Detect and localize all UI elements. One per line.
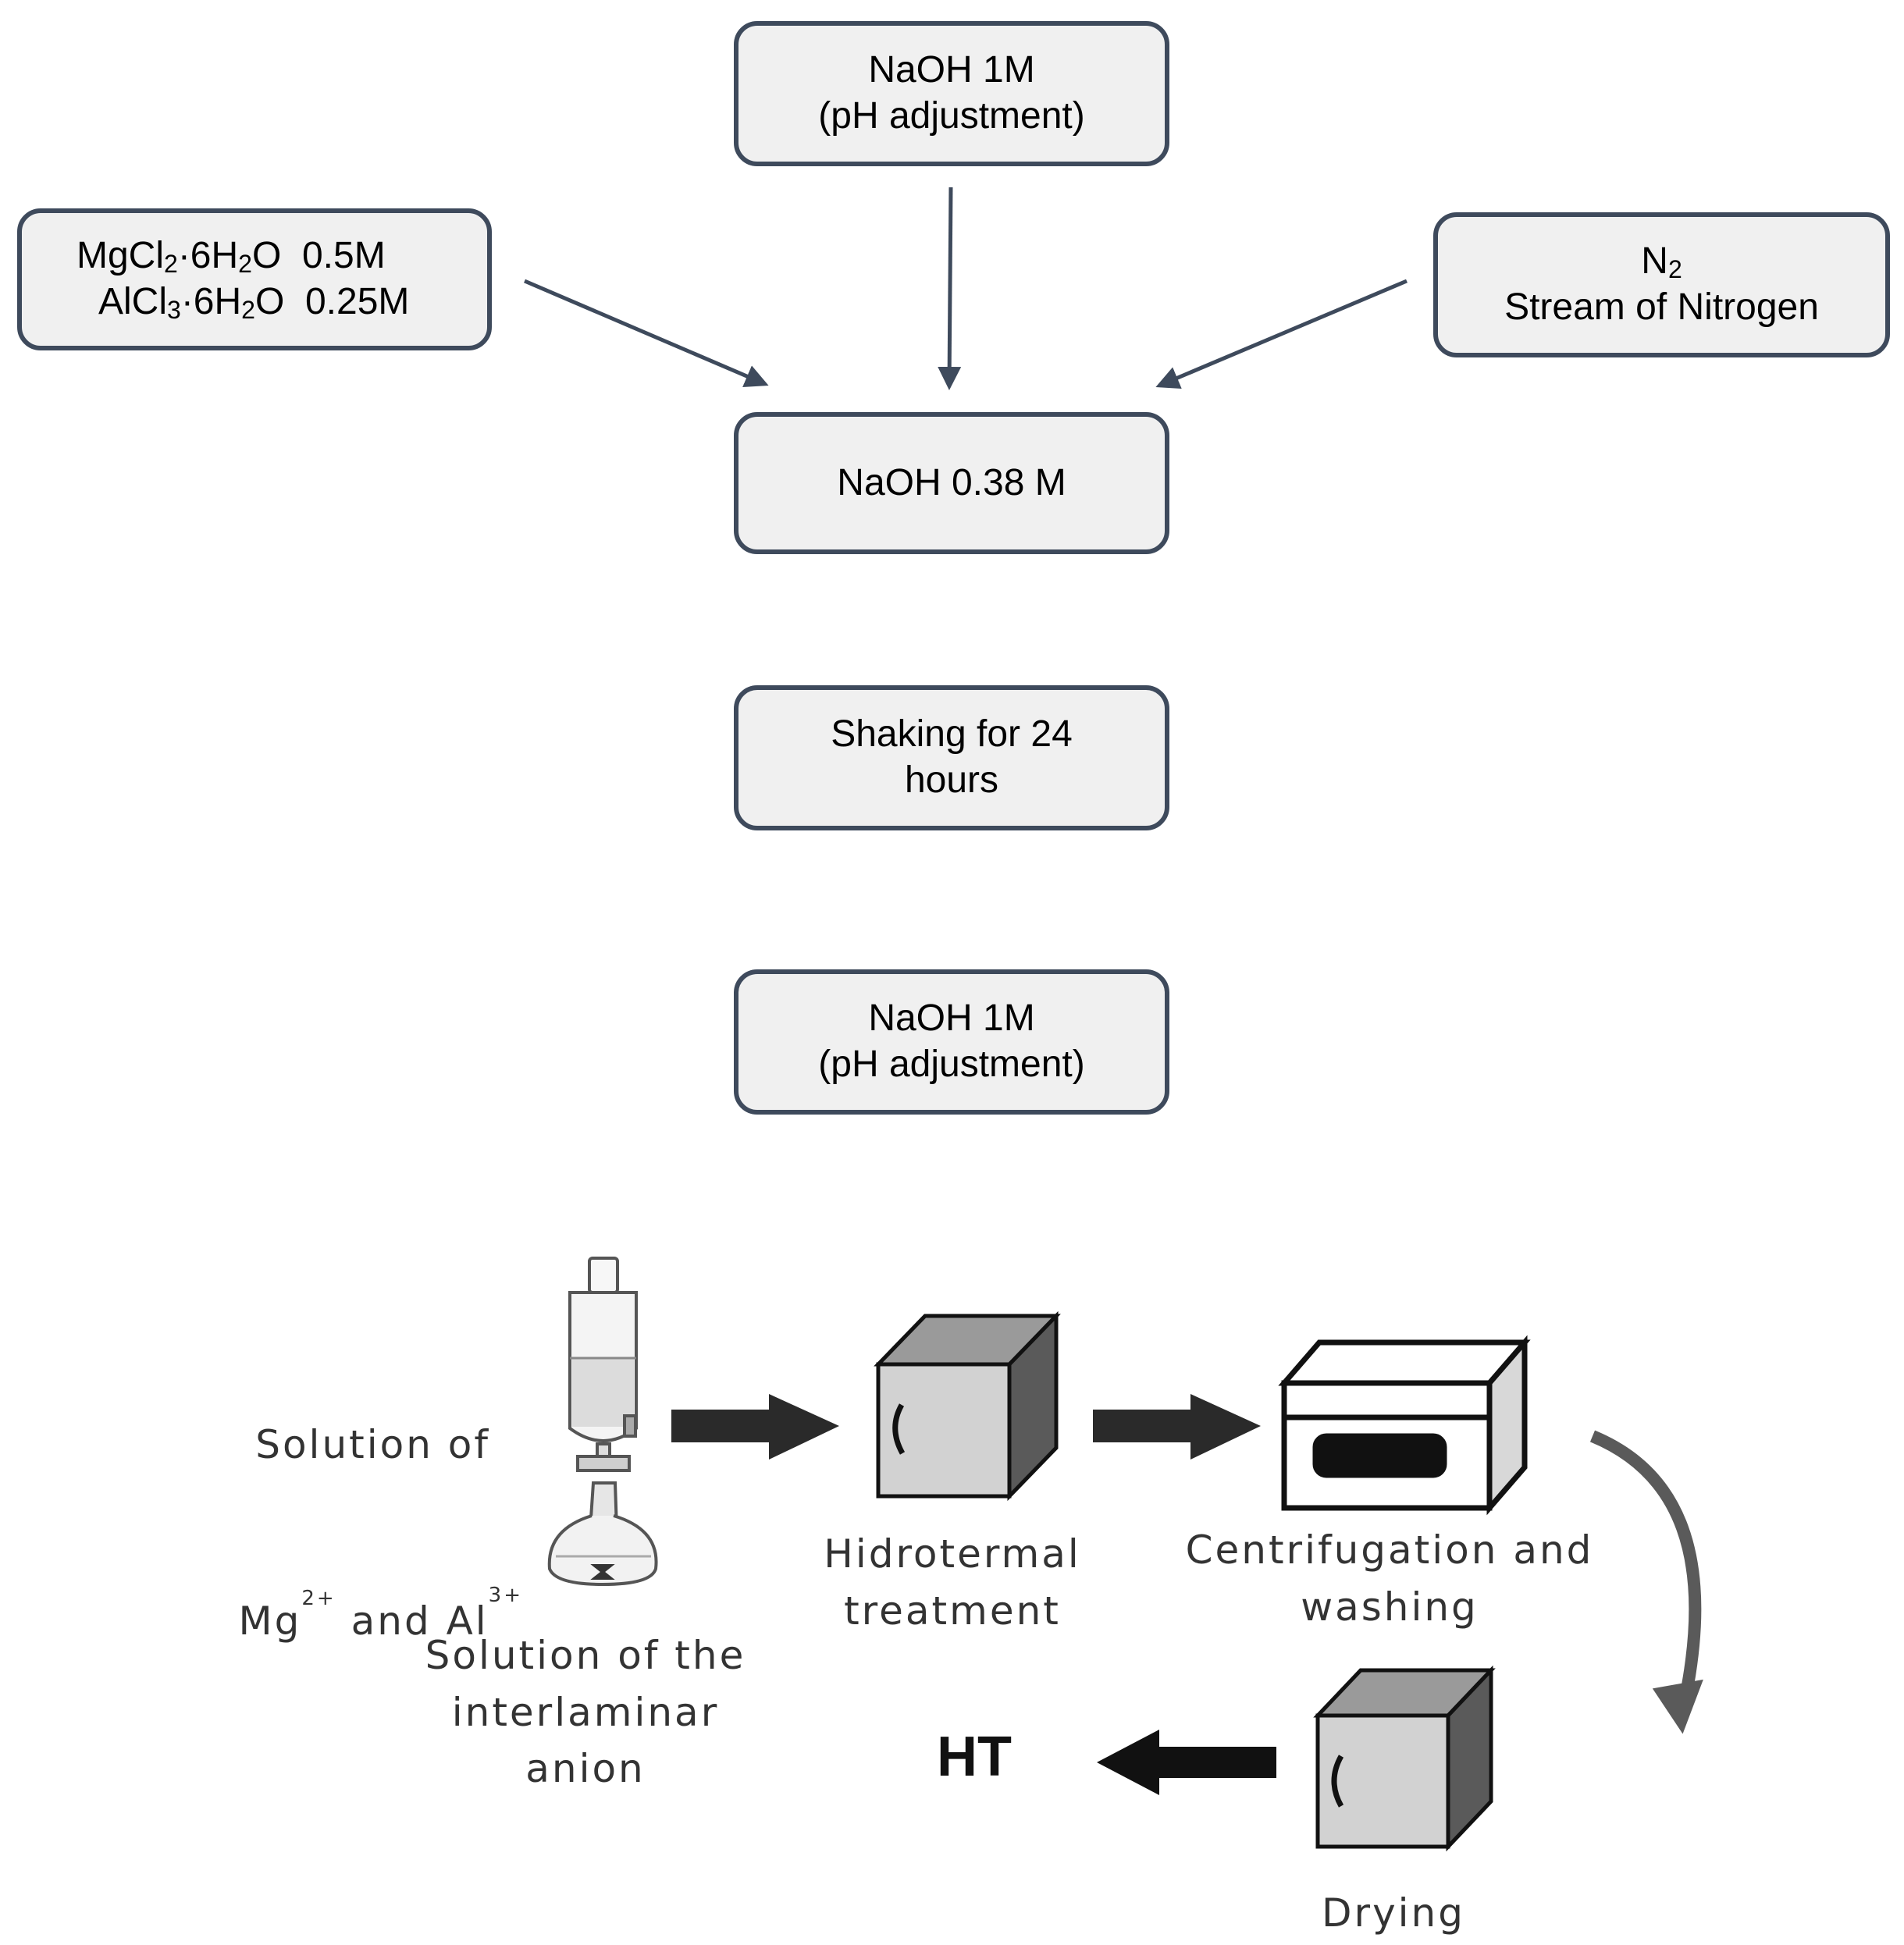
shaking-line2: hours: [904, 759, 999, 801]
naoh-1m-top-box: NaOH 1M (pH adjustment): [734, 21, 1169, 166]
naoh-top-line2: (pH adjustment): [818, 95, 1085, 137]
centrifuge-icon: [1278, 1335, 1531, 1516]
alcl3-line: AlCl3·6H2O 0.25M: [98, 281, 410, 324]
naoh-bottom-line1: NaOH 1M: [868, 997, 1035, 1040]
naoh-1m-bottom-box: NaOH 1M (pH adjustment): [734, 969, 1169, 1115]
solution-mg-al-label: Solution of Mg2+ and Al3+: [238, 1422, 523, 1644]
n2-label: N2: [1641, 240, 1682, 284]
dropping-funnel-flask-icon: [547, 1257, 658, 1587]
mgcl2-line: MgCl2·6H2O 0.5M: [77, 234, 386, 278]
salts-box: MgCl2·6H2O 0.5M AlCl3·6H2O 0.25M: [17, 208, 492, 350]
block-arrow-to-ht: [1097, 1730, 1276, 1795]
nitrogen-box: N2 Stream of Nitrogen: [1433, 212, 1890, 357]
nitrogen-stream-label: Stream of Nitrogen: [1504, 286, 1819, 329]
block-arrow-2: [1093, 1394, 1261, 1460]
curved-arrow: [1589, 1430, 1703, 1734]
naoh-bottom-line2: (pH adjustment): [818, 1044, 1085, 1085]
shaking-line1: Shaking for 24: [831, 713, 1073, 756]
interlaminar-anion-label: Solution of the interlaminar anion: [425, 1633, 746, 1791]
arrow-naoh-top-to-mid: [938, 187, 962, 390]
drying-oven-icon: [1313, 1665, 1496, 1852]
arrow-nitrogen-to-mid: [1155, 279, 1408, 389]
naoh-mid-line1: NaOH 0.38 M: [837, 461, 1066, 503]
hydrothermal-oven-icon: [874, 1310, 1061, 1502]
naoh-top-line1: NaOH 1M: [868, 49, 1035, 91]
naoh-038m-box: NaOH 0.38 M: [734, 412, 1169, 554]
hydrothermal-label: Hidrotermal treatment: [824, 1531, 1081, 1634]
ht-product-label: HT: [937, 1726, 1012, 1788]
centrifugation-label: Centrifugation and washing: [1185, 1527, 1594, 1630]
block-arrow-1: [671, 1394, 839, 1460]
shaking-box: Shaking for 24 hours: [734, 685, 1169, 830]
arrow-salts-to-mid: [524, 279, 769, 387]
drying-label: Drying: [1322, 1890, 1465, 1936]
